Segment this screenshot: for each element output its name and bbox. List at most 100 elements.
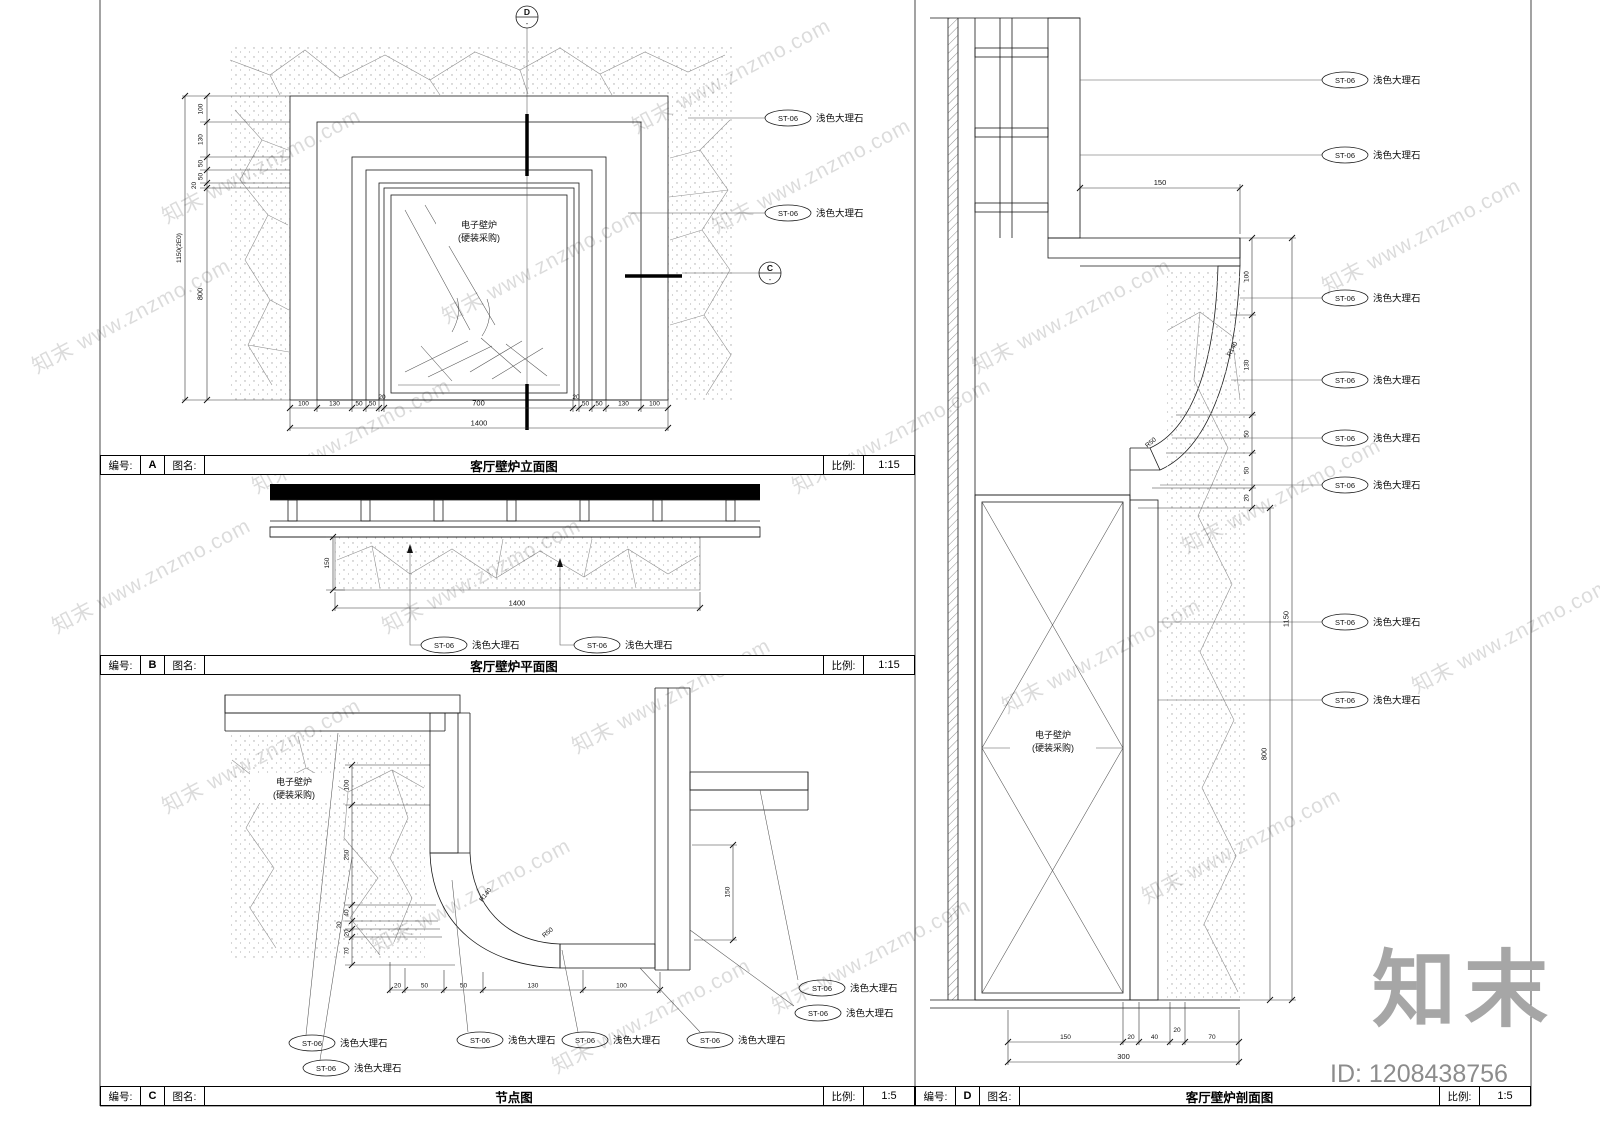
- fireplace-label: (硬装采购): [458, 232, 500, 243]
- titlebar-b: 编号: B 图名: 客厅壁炉平面图 比例: 1:15: [100, 655, 915, 675]
- stone-texture: [228, 96, 290, 400]
- marble-board-hatch: [224, 694, 461, 714]
- callout-material: 浅色大理石: [1373, 433, 1421, 445]
- callout-st06: ST-06: [587, 641, 607, 650]
- marble-slab-hatch: [269, 526, 761, 538]
- dim-label: 150: [324, 557, 331, 568]
- material-tag: [1321, 613, 1369, 631]
- material-tag: [798, 979, 846, 997]
- callout-st06: ST-06: [1335, 481, 1355, 490]
- panel-title: 节点图: [205, 1087, 824, 1105]
- dim-label: 20: [572, 394, 580, 401]
- material-tag: [302, 1059, 350, 1077]
- titlebar-name-label: 图名:: [165, 656, 205, 674]
- callout-st06: ST-06: [1335, 376, 1355, 385]
- material-tag: [686, 1031, 734, 1049]
- material-tag: [1321, 146, 1369, 164]
- dim-label: 100: [344, 779, 351, 790]
- callout-material: 浅色大理石: [354, 1063, 402, 1075]
- marble-cladding: [1047, 17, 1081, 239]
- dim-label: 20: [344, 929, 351, 937]
- callout-st06: ST-06: [808, 1009, 828, 1018]
- callout-st06: ST-06: [1335, 696, 1355, 705]
- material-tag: [561, 1031, 609, 1049]
- titlebar-num-label: 编号:: [916, 1087, 956, 1105]
- callout-st06: ST-06: [316, 1064, 336, 1073]
- panel-scale: 1:5: [1497, 1090, 1513, 1102]
- callout-st06: ST-06: [812, 984, 832, 993]
- callout-st06: ST-06: [302, 1039, 322, 1048]
- dim-label: 40: [1151, 1034, 1159, 1041]
- fireplace-label: (硬装采购): [273, 789, 315, 800]
- dim-label: 1400: [509, 599, 526, 608]
- callout-material: 浅色大理石: [850, 983, 898, 995]
- dim-label: 50: [198, 173, 205, 181]
- material-tag: [794, 1004, 842, 1022]
- titlebar-num: C: [141, 1087, 165, 1105]
- section-marker-letter: D: [524, 7, 530, 17]
- callout-material: 浅色大理石: [340, 1038, 388, 1050]
- dim-label: 40: [344, 909, 351, 917]
- callout-st06: ST-06: [778, 209, 798, 218]
- material-tag: [1321, 429, 1369, 447]
- marble-frame: [289, 95, 669, 401]
- section-marker-dash: -: [526, 19, 529, 28]
- callout-material: 浅色大理石: [508, 1035, 556, 1047]
- material-tag: [420, 636, 468, 654]
- titlebar-name-label: 图名:: [165, 456, 205, 474]
- callout-st06: ST-06: [1335, 618, 1355, 627]
- dim-label: 20: [1173, 1027, 1181, 1034]
- titlebar-scale-label: 比例:: [1440, 1087, 1480, 1105]
- dim-label: 50: [460, 983, 468, 990]
- dim-label: 100: [649, 401, 660, 408]
- firebox-frame: [654, 687, 691, 971]
- dim-label: 20: [336, 921, 343, 929]
- callout-st06: ST-06: [434, 641, 454, 650]
- material-tag: [764, 109, 812, 127]
- dim-label: 130: [329, 401, 340, 408]
- dim-label: 50: [582, 401, 590, 408]
- dim-label: 50: [198, 160, 205, 168]
- marble-face: [1129, 499, 1159, 1001]
- wall-section: [270, 484, 760, 500]
- dimension-lines: [351, 765, 734, 991]
- callout-st06: ST-06: [1335, 294, 1355, 303]
- titlebar-num: D: [956, 1087, 980, 1105]
- dim-label: 20: [191, 182, 198, 190]
- panel-d-section: 电子壁炉 (硬装采购) R140 R50 150 100 130 50 50 2…: [930, 17, 1421, 1066]
- callout-st06: ST-06: [700, 1036, 720, 1045]
- dim-label: 20: [1127, 1034, 1135, 1041]
- dim-label: 50: [369, 401, 377, 408]
- dim-label: 250: [344, 849, 351, 860]
- callout-material: 浅色大理石: [1373, 617, 1421, 629]
- titlebar-num: B: [141, 656, 165, 674]
- cove-curve: [429, 852, 561, 969]
- material-tag: [573, 636, 621, 654]
- radius-label: R50: [541, 926, 555, 939]
- dim-label: 50: [421, 983, 429, 990]
- titlebar-scale-label: 比例:: [824, 1087, 864, 1105]
- titlebar-c: 编号: C 图名: 节点图 比例: 1:5: [100, 1086, 915, 1106]
- dimension-lines: [326, 536, 701, 611]
- fireplace-label: 电子壁炉: [276, 776, 312, 787]
- callout-material: 浅色大理石: [738, 1035, 786, 1047]
- stone-texture: [230, 735, 425, 960]
- panel-scale: 1:15: [878, 459, 900, 471]
- panel-scale: 1:15: [878, 659, 900, 671]
- callout-material: 浅色大理石: [472, 640, 520, 652]
- dim-label: 100: [198, 103, 205, 114]
- leader-arrow: [557, 558, 563, 567]
- callout-material: 浅色大理石: [1373, 75, 1421, 87]
- panel-title: 客厅壁炉立面图: [205, 456, 824, 474]
- material-tag: [1321, 371, 1369, 389]
- panel-c-detail: 电子壁炉 (硬装采购) R140 R50 100 250 40 20 20 70…: [224, 687, 898, 1077]
- stone-texture: [228, 45, 735, 96]
- material-tag: [288, 1034, 336, 1052]
- stone-texture: [1165, 270, 1245, 1000]
- fireplace-label: (硬装采购): [1032, 742, 1074, 753]
- dimension-lines: [1008, 187, 1293, 1063]
- watermark-id: ID: 1208438756: [1330, 1060, 1508, 1088]
- logs: [398, 337, 560, 386]
- dim-label: 50: [1244, 430, 1251, 438]
